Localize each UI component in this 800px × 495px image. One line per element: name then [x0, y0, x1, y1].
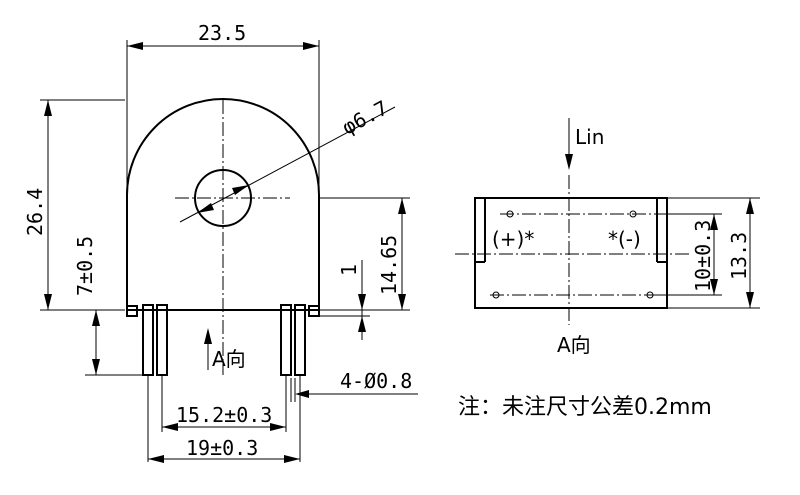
dim-pin-pitch-outer: 19±0.3	[186, 436, 258, 460]
front-view: 23.5 26.4 7±0.5 φ6.7 14.65 1	[23, 21, 418, 463]
side-view: Lin (+)* *(-) 10±0.3 13.3 A向	[455, 118, 760, 357]
direction-label-front: A向	[212, 347, 246, 371]
direction-label-side: A向	[557, 333, 591, 357]
pin-group-right	[280, 304, 306, 376]
dim-hole-diameter: φ6.7	[338, 96, 392, 140]
dim-pin-spacing: 10±0.3	[691, 220, 715, 292]
current-label: Lin	[575, 125, 604, 149]
side-body	[474, 197, 668, 309]
dim-pin-diameter: 4-Ø0.8	[340, 369, 412, 393]
dim-side-height: 13.3	[727, 232, 751, 280]
dim-pin-offset: 1	[337, 264, 361, 276]
dim-width: 23.5	[198, 21, 246, 45]
dim-pin-pitch-inner: 15.2±0.3	[176, 403, 272, 427]
negative-mark: *(-)	[608, 227, 641, 251]
dim-center-height: 14.65	[377, 235, 401, 295]
dim-height: 26.4	[23, 188, 47, 236]
dim-pin-height: 7±0.5	[73, 236, 97, 296]
positive-mark: (+)*	[492, 227, 534, 251]
tolerance-note: 注：未注尺寸公差0.2mm	[458, 395, 712, 420]
pin-group-left	[142, 304, 168, 376]
housing-outline	[126, 98, 320, 311]
